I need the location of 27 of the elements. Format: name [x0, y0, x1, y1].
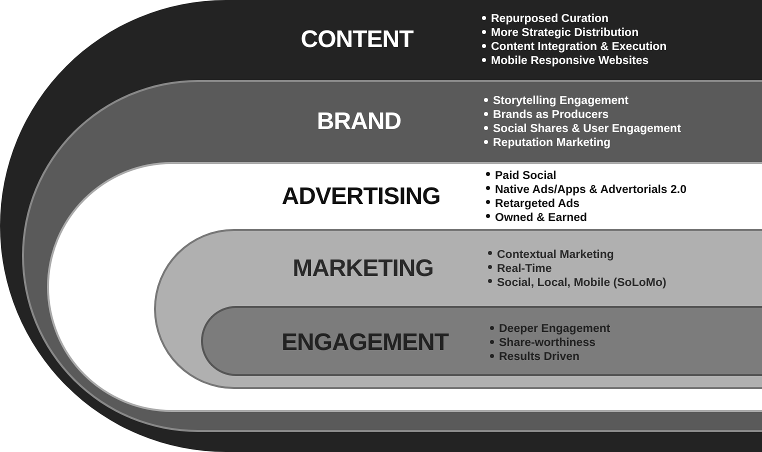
rounded-band	[22, 80, 762, 432]
bullet-item: Share-worthiness	[490, 336, 596, 350]
bullet-item: Mobile Responsive Websites	[482, 54, 649, 68]
bullet-item: Repurposed Curation	[482, 12, 609, 26]
bullet-item: Owned & Earned	[486, 210, 588, 224]
band-heading: ADVERTISING	[280, 182, 442, 210]
band-heading: ENGAGEMENT	[280, 329, 450, 357]
band-heading: CONTENT	[300, 26, 414, 54]
rounded-band	[201, 306, 762, 376]
band-heading: BRAND	[316, 108, 402, 136]
bullet-item: Social, Local, Mobile (SoLoMo)	[488, 276, 666, 290]
bullet-item: Content Integration & Execution	[482, 40, 667, 54]
bullet-item: Deeper Engagement	[490, 322, 610, 336]
rounded-band	[154, 229, 762, 389]
bullet-item: Storytelling Engagement	[484, 94, 628, 108]
bullet-item: Real-Time	[488, 262, 552, 276]
bullet-item: Contextual Marketing	[488, 248, 614, 262]
bullet-item: Paid Social	[486, 168, 556, 182]
rounded-band	[47, 162, 762, 412]
bullet-item: Retargeted Ads	[486, 196, 580, 210]
bullet-item: Results Driven	[490, 350, 580, 364]
bullet-item: More Strategic Distribution	[482, 26, 639, 40]
bullet-item: Reputation Marketing	[484, 136, 611, 150]
bullet-item: Brands as Producers	[484, 108, 609, 122]
bullet-item: Social Shares & User Engagement	[484, 122, 681, 136]
band-heading: MARKETING	[292, 254, 434, 282]
bullet-item: Native Ads/Apps & Advertorials 2.0	[486, 182, 687, 196]
